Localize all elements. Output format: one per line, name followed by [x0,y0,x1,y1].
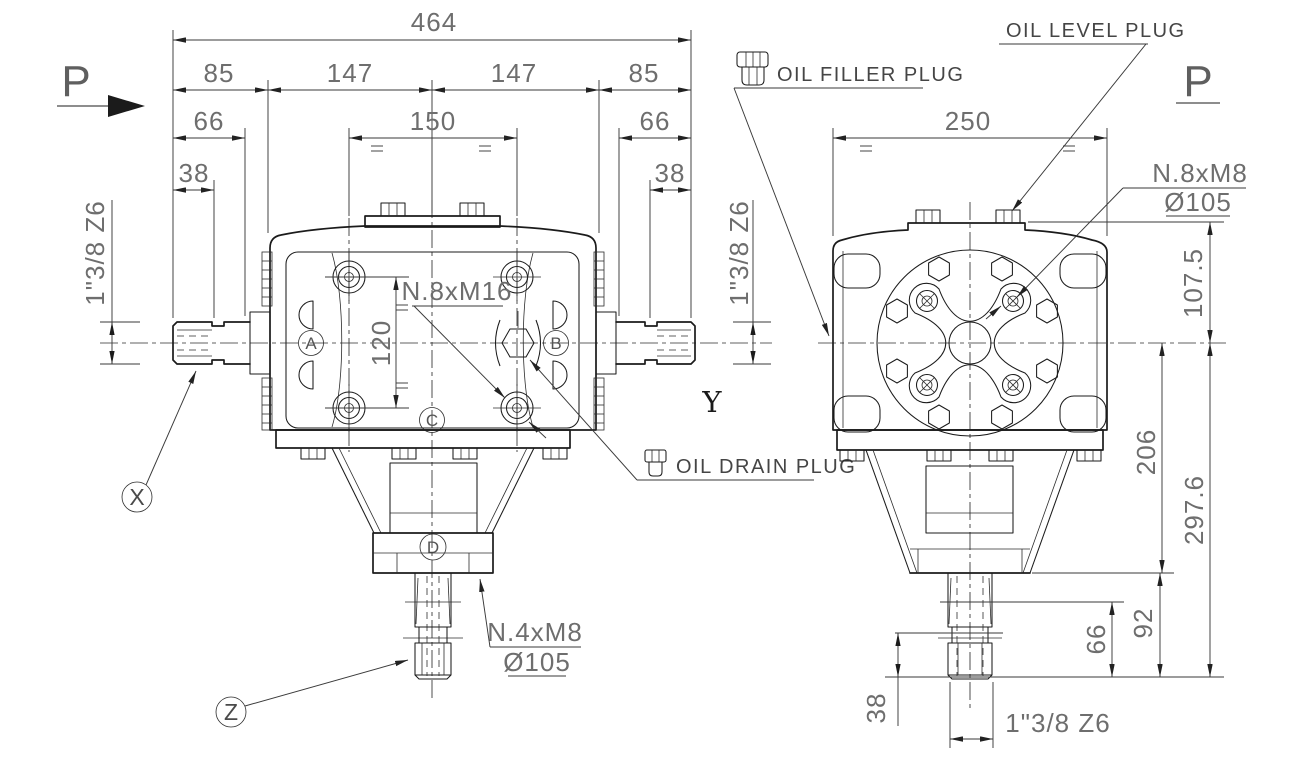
dim-297-6: 297.6 [1179,475,1209,545]
dim-38-left: 38 [179,158,210,188]
oil-level-plug-label: OIL LEVEL PLUG [1006,20,1186,42]
port-label-a: A [298,330,324,356]
view-label-p-left: P [61,57,90,106]
view-label-p-right: P [1183,57,1212,106]
callout-n4xm8-line1: N.4xM8 [487,617,583,647]
oil-filler-plug-label: OIL FILLER PLUG [777,64,964,86]
dim-250: 250 [945,106,991,136]
port-c-letter: C [426,411,438,430]
equality-marks-side [860,145,1075,152]
gearbox-housing-side [832,209,1108,433]
yoke-bolt [1001,373,1025,397]
shaft-spec-left: 1"3/8 Z6 [80,200,110,305]
callout-n8xm8-line2: Ø105 [1164,187,1232,217]
flange-hex-bolt [991,256,1013,282]
callout-n4xm8: N.4xM8 Ø105 [479,578,583,677]
flange-hex-bolt [1036,358,1058,384]
oil-drain-plug-icon [644,449,667,477]
dim-120: 120 [366,320,396,366]
dim-85-right: 85 [629,58,660,88]
flange-hex-bolt [928,256,950,282]
left-shaft [172,311,271,375]
side-view: 250 107.5 206 297.6 92 66 38 1"3/8 Z6 [733,20,1248,748]
housing-top-bolt [459,202,485,217]
flange-hex-bolt [886,358,908,384]
yoke-bolt [915,373,939,397]
front-dimensions: 464 85 147 147 85 66 150 66 38 38 [80,7,756,408]
dim-38-right: 38 [655,158,686,188]
gearbox-housing-front [261,202,605,431]
oil-filler-plug-callout: OIL FILLER PLUG [733,51,964,337]
view-direction-arrow: P [57,57,145,117]
port-a-letter: A [305,334,317,353]
dim-147-right: 147 [491,58,537,88]
section-label-p-right: P [1176,57,1220,106]
dim-66-right: 66 [640,106,671,136]
side-extension-lines [832,128,1224,748]
flange-hex-bolt [1036,298,1058,324]
flange-hex-bolt [886,298,908,324]
pto-flange-face [876,249,1064,437]
right-shaft [595,311,696,375]
port-b-letter: B [550,334,561,353]
housing-top-bolt [380,202,406,217]
bottom-bracket-side [836,429,1104,574]
dim-66-side: 66 [1081,624,1111,655]
axis-z-letter: Z [224,699,238,725]
drain-plug-hex [494,311,542,367]
dim-38-side: 38 [861,693,891,724]
dim-150: 150 [410,106,456,136]
port-label-d: D [419,533,447,561]
axis-marker-x: X [121,370,197,513]
dim-147-left: 147 [327,58,373,88]
oil-filler-plug-top [915,209,941,224]
right-flange-serration [593,251,605,431]
dim-464: 464 [411,7,457,37]
shaft-spec-right: 1"3/8 Z6 [724,200,754,305]
left-flange-serration [261,251,273,431]
front-extension-lines [100,30,771,409]
front-view: A B C D [57,7,856,728]
oil-drain-plug-callout: OIL DRAIN PLUG [529,359,856,481]
dim-66-left: 66 [194,106,225,136]
bottom-bracket-front [275,429,571,574]
oil-filler-plug-icon [736,51,769,86]
callout-n4xm8-line2: Ø105 [503,647,571,677]
callout-n8xm8-line1: N.8xM8 [1152,158,1248,188]
yoke-bolt [915,289,939,313]
axis-marker-z: Z [215,659,409,728]
oil-level-plug-top [995,209,1021,224]
dim-92: 92 [1128,608,1158,639]
port-d-letter: D [427,538,439,557]
oil-drain-plug-label: OIL DRAIN PLUG [676,456,856,478]
dim-206: 206 [1131,429,1161,475]
dim-107-5: 107.5 [1178,248,1208,318]
flange-hex-bolt [928,404,950,430]
callout-n8xm16: N.8xM16 [401,276,547,439]
port-label-b: B [543,330,569,356]
callout-n8xm16-text: N.8xM16 [401,276,512,306]
flange-hex-bolt [991,404,1013,430]
side-dimensions: 250 107.5 206 297.6 92 66 38 1"3/8 Z6 [833,106,1213,742]
axis-x-letter: X [129,484,144,510]
dim-85-left: 85 [204,58,235,88]
shaft-spec-bottom: 1"3/8 Z6 [1005,708,1110,738]
axis-y-letter: Y [701,385,722,419]
callout-n8xm8: N.8xM8 Ø105 [985,158,1248,320]
bottom-shaft-front [403,572,463,680]
cover-bolt [492,383,542,433]
port-label-c: C [419,407,445,433]
oil-level-plug-callout: OIL LEVEL PLUG [999,20,1186,212]
